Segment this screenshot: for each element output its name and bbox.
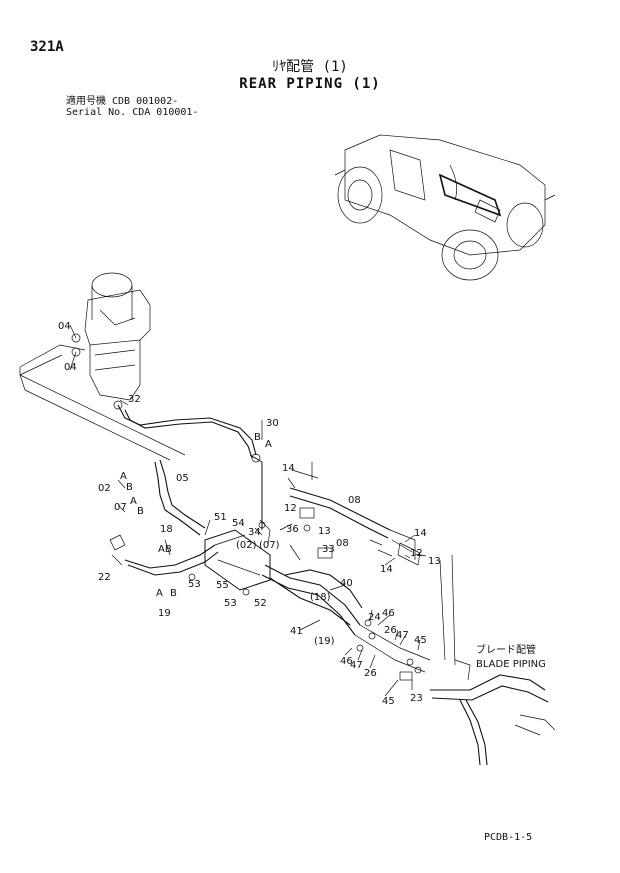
callout-14: 14 <box>282 463 295 474</box>
callout-13: 13 <box>318 526 331 537</box>
callout-a: A <box>120 471 127 482</box>
callout-46: 46 <box>340 656 353 667</box>
page-title: REAR PIPING (1) <box>239 76 381 92</box>
callout-45: 45 <box>382 696 395 707</box>
machine-overview-sketch <box>334 134 556 281</box>
callout-08: 08 <box>348 495 361 506</box>
callout-51: 51 <box>214 512 227 523</box>
callout-18-ref: (18) <box>310 592 331 603</box>
callout-47: 47 <box>350 660 363 671</box>
callout-b: B <box>126 482 133 493</box>
blade-piping-jp: ブレード配管 <box>476 643 536 656</box>
callout-40: 40 <box>340 578 353 589</box>
callout-33: 33 <box>322 544 335 555</box>
callout-34: 34 <box>248 527 261 538</box>
callout-b: B <box>170 588 177 599</box>
callout-b: B <box>137 506 144 517</box>
blade-piping-en: BLADE PIPING <box>476 659 546 670</box>
callout-22: 22 <box>98 572 111 583</box>
callout-ab: AB <box>158 544 172 555</box>
applicable-serial-japanese: 適用号機 CDB 001002- <box>66 96 179 107</box>
callout-26: 26 <box>384 625 397 636</box>
callout-02: 02 <box>98 483 111 494</box>
callout-41: 41 <box>290 626 303 637</box>
callout-52: 52 <box>254 598 267 609</box>
callout-53: 53 <box>188 579 201 590</box>
callout-26: 26 <box>364 668 377 679</box>
part-callouts: 04 04 32 30 B A 02 A B 05 07 A B 18 AB 2… <box>58 321 441 707</box>
callout-04: 04 <box>64 362 77 373</box>
callout-07: 07 <box>114 502 127 513</box>
callout-54: 54 <box>232 518 245 529</box>
callout-30: 30 <box>266 418 279 429</box>
callout-32: 32 <box>128 394 141 405</box>
callout-47: 47 <box>396 630 409 641</box>
callout-24: 24 <box>368 612 381 623</box>
center-joint-assembly <box>71 272 151 401</box>
callout-05: 05 <box>176 473 189 484</box>
callout-19: 19 <box>158 608 171 619</box>
callout-23: 23 <box>410 693 423 704</box>
callout-12: 12 <box>410 548 423 559</box>
callout-14: 14 <box>380 564 393 575</box>
main-hose-lines <box>19 344 556 766</box>
callout-a: A <box>265 439 272 450</box>
callout-b: B <box>254 432 261 443</box>
callout-a: A <box>130 496 137 507</box>
callout-04: 04 <box>58 321 71 332</box>
callout-02-ref: (02) <box>236 540 257 551</box>
callout-45: 45 <box>414 635 427 646</box>
title-japanese: ﾘﾔ配管 (1) <box>272 59 348 75</box>
callout-07-ref: (07) <box>259 540 280 551</box>
callout-12: 12 <box>284 503 297 514</box>
blade-piping-label: ブレード配管 BLADE PIPING <box>476 643 546 670</box>
callout-a: A <box>156 588 163 599</box>
callout-19-ref: (19) <box>314 636 335 647</box>
document-code: PCDB-1-5 <box>484 832 533 843</box>
callout-55: 55 <box>216 580 229 591</box>
callout-08: 08 <box>336 538 349 549</box>
callout-14: 14 <box>414 528 427 539</box>
page-number: 321A <box>30 39 64 55</box>
callout-13: 13 <box>428 556 441 567</box>
serial-number: Serial No. CDA 010001- <box>66 107 199 118</box>
callout-leaders <box>69 324 427 697</box>
callout-46: 46 <box>382 608 395 619</box>
callout-53: 53 <box>224 598 237 609</box>
callout-18: 18 <box>160 524 173 535</box>
callout-36: 36 <box>286 524 299 535</box>
